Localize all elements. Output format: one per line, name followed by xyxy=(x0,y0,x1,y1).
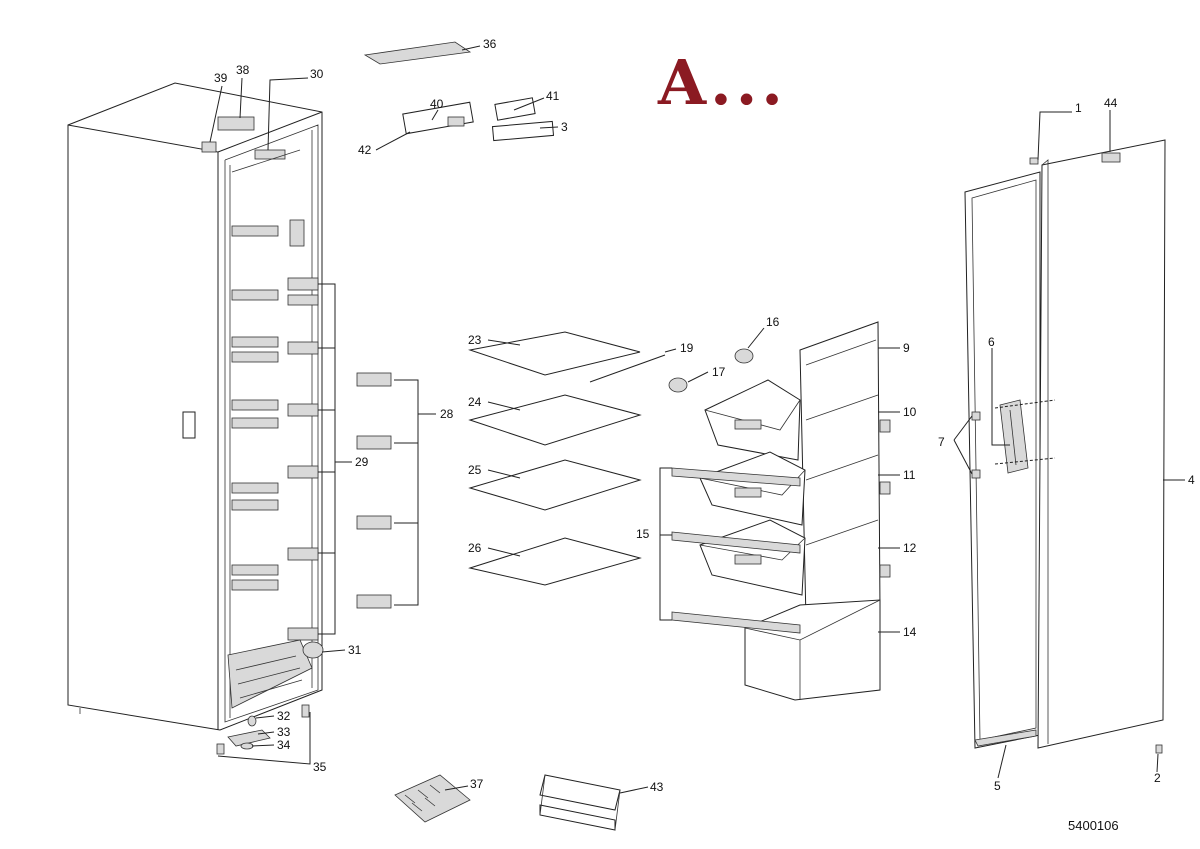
label-26: 26 xyxy=(468,541,482,555)
label-40: 40 xyxy=(430,97,444,111)
label-19: 19 xyxy=(680,341,694,355)
label-16: 16 xyxy=(766,315,780,329)
drawer-stack xyxy=(659,321,891,701)
accessories-bottom xyxy=(394,774,621,831)
label-5: 5 xyxy=(994,779,1001,793)
label-33: 33 xyxy=(277,725,291,739)
label-3: 3 xyxy=(561,120,568,134)
label-30: 30 xyxy=(310,67,324,81)
label-14: 14 xyxy=(903,625,917,639)
shelf-brackets xyxy=(356,372,436,609)
label-10: 10 xyxy=(903,405,917,419)
label-24: 24 xyxy=(468,395,482,409)
door-assembly xyxy=(964,139,1166,754)
label-28: 28 xyxy=(440,407,454,421)
label-31: 31 xyxy=(348,643,362,657)
cabinet-body xyxy=(67,82,324,731)
label-17: 17 xyxy=(712,365,726,379)
label-35: 35 xyxy=(313,760,327,774)
label-1: 1 xyxy=(1075,101,1082,115)
label-7: 7 xyxy=(938,435,945,449)
label-11: 11 xyxy=(903,468,916,482)
diagram-heading: A... xyxy=(658,46,787,119)
label-38: 38 xyxy=(236,63,250,77)
top-control-parts xyxy=(363,41,555,142)
label-44: 44 xyxy=(1104,96,1118,110)
label-6: 6 xyxy=(988,335,995,349)
label-32: 32 xyxy=(277,709,291,723)
label-15: 15 xyxy=(636,527,650,541)
label-37: 37 xyxy=(470,777,484,791)
label-41: 41 xyxy=(546,89,560,103)
label-2: 2 xyxy=(1154,771,1161,785)
glass-shelves xyxy=(468,331,666,586)
leader-lines xyxy=(209,45,1185,794)
label-43: 43 xyxy=(650,780,664,794)
label-36: 36 xyxy=(483,37,497,51)
label-9: 9 xyxy=(903,341,910,355)
label-34: 34 xyxy=(277,738,291,752)
label-39: 39 xyxy=(214,71,228,85)
drawing-code: 5400106 xyxy=(1068,818,1119,833)
label-12: 12 xyxy=(903,541,917,555)
label-25: 25 xyxy=(468,463,482,477)
label-42: 42 xyxy=(358,143,372,157)
label-4: 4 xyxy=(1188,473,1195,487)
part-number-labels: 1 2 3 4 5 6 7 9 10 11 12 14 15 16 17 19 … xyxy=(214,37,1195,794)
label-23: 23 xyxy=(468,333,482,347)
label-29: 29 xyxy=(355,455,369,469)
